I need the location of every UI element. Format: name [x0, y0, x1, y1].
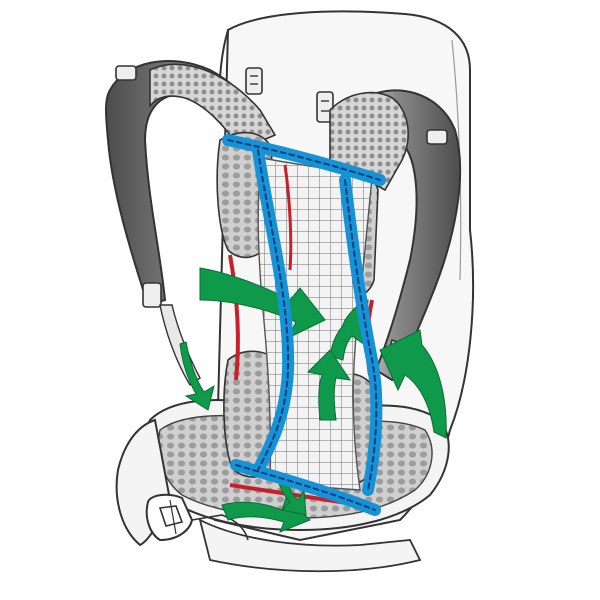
left-shoulder-strap: [105, 59, 277, 387]
airflow-arrow: [379, 329, 447, 439]
frame-blue: [222, 134, 386, 516]
buckle-icon: [145, 493, 194, 542]
strap-slider-icon: [142, 282, 162, 308]
airflow-arrow: [199, 267, 326, 340]
strap-slider-icon: [245, 67, 263, 95]
strap-slider-icon: [316, 91, 334, 123]
strap-slider-icon: [426, 129, 448, 145]
airflow-arrow: [306, 349, 352, 421]
strap-slider-icon: [115, 65, 137, 81]
airflow-arrow: [179, 341, 215, 411]
airflow-arrow: [277, 477, 307, 516]
